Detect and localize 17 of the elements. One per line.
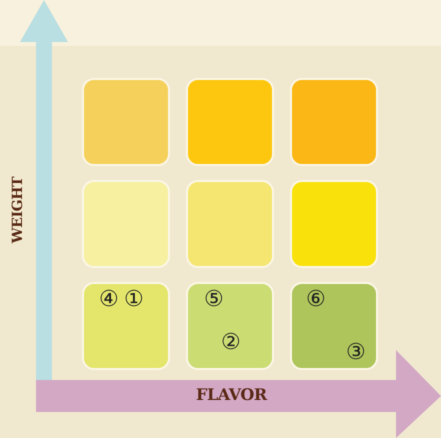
axis-label: FLAVOR: [196, 387, 267, 403]
circled-number: ③: [346, 342, 366, 364]
grid-square: [186, 78, 274, 166]
grid-square: [290, 180, 378, 268]
grid-square: [82, 180, 170, 268]
grid-square: [186, 180, 274, 268]
axis-label: WEIGHT: [11, 176, 25, 244]
grid-square: [82, 78, 170, 166]
grid-square: [186, 282, 274, 370]
circled-number: ②: [221, 332, 241, 354]
circled-number: ⑤: [204, 289, 224, 311]
grid-square: [82, 282, 170, 370]
circled-number: ①: [124, 289, 144, 311]
grid-square: [290, 282, 378, 370]
circled-number: ⑥: [306, 289, 326, 311]
circled-number: ④: [99, 289, 119, 311]
grid-square: [290, 78, 378, 166]
